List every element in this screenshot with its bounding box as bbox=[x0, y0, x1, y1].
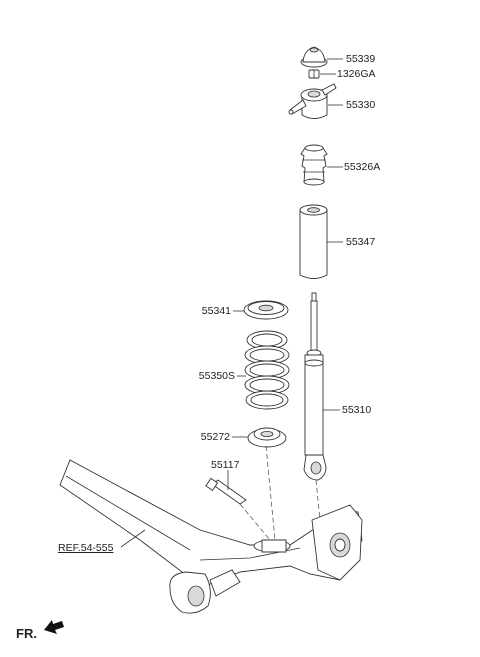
part-label-55117: 55117 bbox=[211, 459, 240, 471]
part-label-55350S: 55350S bbox=[198, 370, 235, 382]
part-label-1326GA: 1326GA bbox=[337, 68, 376, 80]
coil-spring-55350S bbox=[244, 330, 290, 410]
upper-pad-55341 bbox=[243, 300, 289, 320]
part-label-55347: 55347 bbox=[346, 236, 376, 248]
part-label-55339: 55339 bbox=[346, 53, 376, 65]
dust-cover-55347 bbox=[299, 204, 328, 279]
ref-link[interactable]: REF.54-555 bbox=[58, 542, 114, 554]
mount-cap-55339 bbox=[300, 46, 328, 68]
part-label-55272: 55272 bbox=[200, 431, 230, 443]
part-label-55341: 55341 bbox=[201, 305, 231, 317]
lower-pad-55272 bbox=[247, 427, 287, 448]
front-arrow-icon bbox=[44, 620, 64, 634]
axle-beam bbox=[59, 459, 363, 614]
part-label-55326A: 55326A bbox=[344, 161, 381, 173]
part-label-55310: 55310 bbox=[342, 404, 372, 416]
shock-absorber-55310 bbox=[303, 292, 327, 481]
nut-1326GA bbox=[308, 69, 320, 79]
bump-stopper-55326A bbox=[300, 144, 328, 186]
upper-mount-55330 bbox=[288, 83, 337, 119]
bolt-55117 bbox=[205, 477, 247, 505]
part-label-55330: 55330 bbox=[346, 99, 376, 111]
front-label: FR. bbox=[16, 626, 37, 641]
